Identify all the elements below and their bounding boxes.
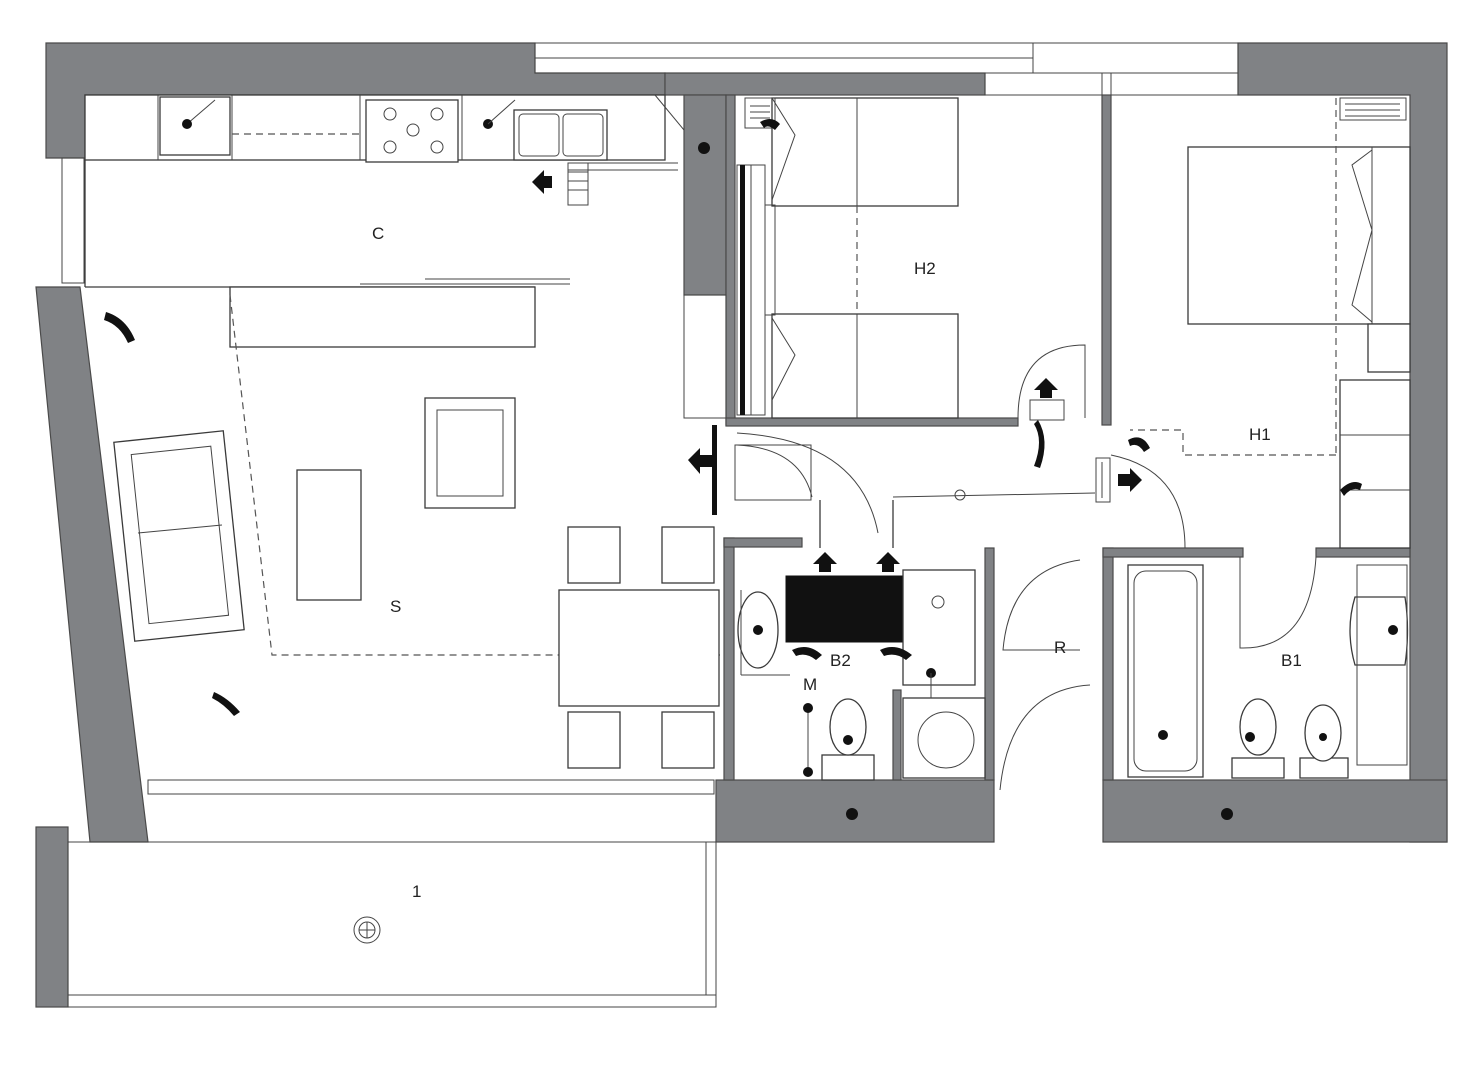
room-label-hall: R <box>1054 638 1066 657</box>
dishwasher <box>159 96 231 156</box>
wall-b2-top <box>723 537 803 548</box>
chair-2 <box>661 526 715 584</box>
room-label-kitchen: C <box>372 224 384 243</box>
air-arrow-icon <box>813 552 837 572</box>
wall-terrace <box>35 826 69 1008</box>
air-arrow-icon <box>876 552 900 572</box>
window-kitchen-left <box>61 157 85 284</box>
door-h1 <box>1110 454 1186 549</box>
armchair <box>424 397 516 509</box>
wall-bottom-right <box>1102 779 1448 843</box>
bed-h2-bottom <box>771 313 959 419</box>
terrace-railing <box>67 841 717 1008</box>
chair-4 <box>661 711 715 769</box>
coffee-table <box>296 469 362 601</box>
door-b1 <box>1239 556 1317 649</box>
bed-h2-top <box>771 97 959 207</box>
wall-h2-bottom <box>725 417 1019 427</box>
water-heater <box>785 575 925 643</box>
bedroom-2-area <box>683 97 959 419</box>
cooktop <box>365 99 459 163</box>
washing-machine <box>902 697 986 779</box>
extract-arrow-icon <box>532 170 552 194</box>
sofa <box>113 430 245 642</box>
washbasin-b1 <box>1349 596 1409 666</box>
switch-icon <box>880 646 912 660</box>
bathroom-1-area <box>1127 564 1409 779</box>
air-arrow-icon <box>1034 378 1058 398</box>
windows <box>61 42 1239 795</box>
hall-area <box>734 344 1317 791</box>
switch-icon <box>1128 437 1150 452</box>
wall-b1-top-right <box>1315 547 1411 558</box>
wall-kitchen-bedroom <box>683 94 727 296</box>
tv-unit <box>229 286 536 348</box>
shower-b2 <box>902 569 976 686</box>
switch-icon <box>212 692 240 716</box>
air-arrow-icon <box>688 448 712 474</box>
switch-icon <box>1034 420 1045 468</box>
window-h1-top <box>1110 72 1239 96</box>
wall-h2-h1 <box>1101 94 1112 426</box>
air-arrow-icon <box>1118 468 1142 492</box>
switch-icon <box>792 646 822 660</box>
walls <box>35 42 1448 1008</box>
door-entrance-top <box>1002 559 1081 651</box>
window-living-bottom <box>147 779 715 795</box>
bathroom-2-area <box>737 569 986 781</box>
nightstand-h1 <box>1367 323 1411 373</box>
room-label-living: S <box>390 597 401 616</box>
wall-h2-left <box>725 94 736 426</box>
kitchen-area <box>84 94 685 288</box>
wall-b1-top <box>1102 547 1244 558</box>
window-top-right <box>1032 42 1239 74</box>
bedroom-1-area <box>1130 97 1411 549</box>
bed-h1 <box>1187 146 1411 325</box>
door-h2 <box>1017 344 1086 419</box>
room-labels: C H2 H1 S B2 M R B1 1 <box>372 224 1302 901</box>
wall-wc-divider <box>892 689 902 781</box>
toilet-b2 <box>821 754 875 781</box>
terrace-area <box>67 841 717 1008</box>
toilet-b1 <box>1231 757 1285 779</box>
window-h2-top <box>984 72 1103 96</box>
switch-icon <box>1340 482 1362 496</box>
living-area <box>113 286 720 781</box>
switch-icon <box>760 118 780 130</box>
wall-b1-left <box>1102 547 1114 781</box>
door-entrance-bottom <box>999 684 1091 791</box>
wall-top-middle <box>664 72 986 96</box>
chair-1 <box>567 526 621 584</box>
kitchen-sink <box>513 109 608 161</box>
room-label-utility: M <box>803 675 817 694</box>
bathtub-b1 <box>1127 564 1204 778</box>
room-label-terrace: 1 <box>412 882 421 901</box>
room-label-bathroom-2: B2 <box>830 651 851 670</box>
columns <box>698 142 1233 820</box>
wall-b2-left <box>723 537 735 781</box>
chair-3 <box>567 711 621 769</box>
room-label-bedroom-2: H2 <box>914 259 936 278</box>
wardrobe-h1 <box>1339 379 1411 549</box>
radiators <box>104 118 1362 716</box>
floor-drain-icon <box>353 916 381 944</box>
dining-table <box>558 589 720 707</box>
wall-b2-right <box>984 547 995 781</box>
room-label-bedroom-1: H1 <box>1249 425 1271 444</box>
room-label-bathroom-1: B1 <box>1281 651 1302 670</box>
switch-icon <box>104 312 135 343</box>
